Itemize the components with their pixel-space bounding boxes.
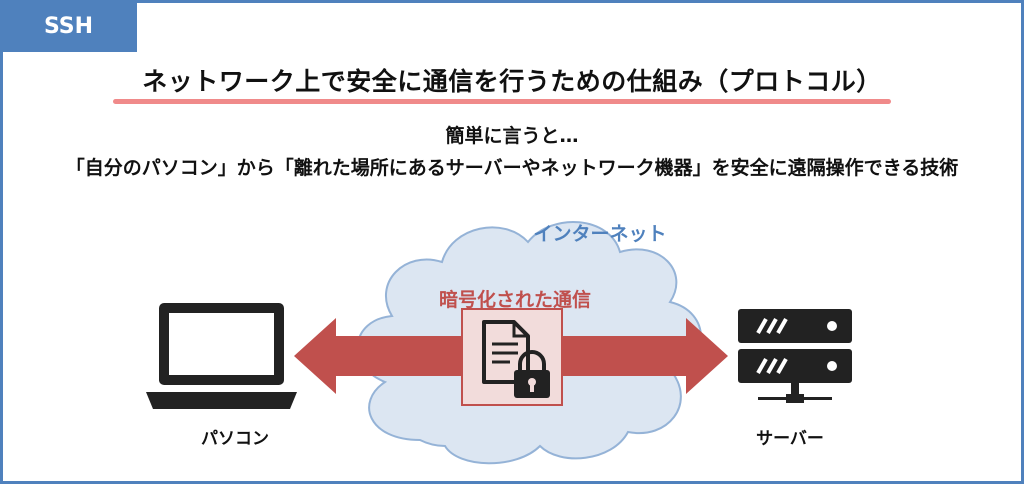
- pc-label: パソコン: [201, 429, 269, 449]
- summary-text: 「自分のパソコン」から「離れた場所にあるサーバーやネットワーク機器」を安全に遠隔…: [65, 157, 959, 179]
- encrypted-communication-label: 暗号化された通信: [438, 289, 591, 311]
- page-title: ネットワーク上で安全に通信を行うための仕組み（プロトコル）: [142, 67, 882, 96]
- ssh-tag: SSH: [0, 0, 137, 52]
- internet-label: インターネット: [533, 223, 667, 245]
- summary-intro: 簡単に言うと…: [445, 125, 579, 147]
- server-label: サーバー: [756, 429, 824, 449]
- title-underline: [113, 99, 891, 104]
- server-icon: [738, 309, 852, 403]
- laptop-icon: [146, 303, 297, 409]
- document-lock-icon: [461, 308, 563, 406]
